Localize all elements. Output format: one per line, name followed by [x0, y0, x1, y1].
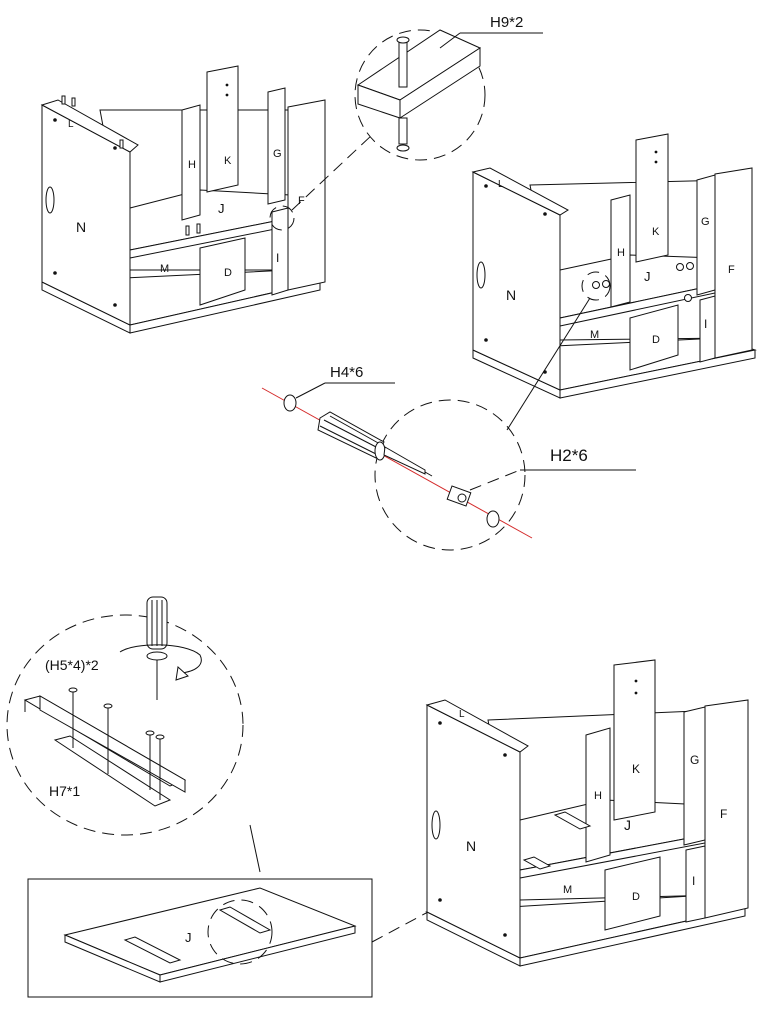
- panel-label-j-3: J: [185, 930, 192, 945]
- panel-label-f-3: F: [720, 807, 727, 821]
- panel-label-j-4: J: [624, 817, 631, 833]
- rotation-arrow-icon: [119, 644, 202, 681]
- cam-lock-icon: [446, 485, 472, 507]
- screwdriver-icon: [317, 411, 433, 477]
- shelf-detail-box: [27, 878, 429, 998]
- label-h7: H7*1: [49, 783, 80, 799]
- panel-label-h-3: H: [594, 790, 602, 802]
- panel-label-l-3: L: [459, 709, 465, 720]
- panel-label-h: H: [188, 159, 196, 171]
- panel-label-i-3: I: [692, 874, 695, 888]
- panel-label-k: K: [224, 155, 232, 167]
- panel-label-i-2: I: [704, 317, 707, 331]
- cabinet-step-1: [40, 65, 373, 334]
- panel-label-m: M: [160, 263, 169, 275]
- panel-label-g-3: G: [690, 753, 699, 767]
- panel-label-h-2: H: [617, 247, 625, 259]
- panel-label-g-2: G: [701, 216, 710, 228]
- cabinet-step-2: [471, 133, 757, 431]
- panel-label-j: J: [218, 201, 225, 216]
- panel-label-j-2: J: [644, 269, 651, 284]
- panel-label-k-3: K: [632, 762, 640, 776]
- screw-detail: [6, 596, 261, 873]
- panel-label-n-3: N: [466, 838, 476, 854]
- panel-label-d: D: [224, 267, 232, 279]
- panel-label-d-3: D: [632, 891, 640, 903]
- cam-lock-detail: [261, 382, 636, 551]
- panel-label-m-2: M: [590, 329, 599, 341]
- panel-label-f-2: F: [728, 264, 735, 276]
- panel-label-n: N: [76, 219, 86, 235]
- panel-label-k-2: K: [652, 226, 660, 238]
- panel-label-l-2: L: [498, 179, 504, 190]
- screwdriver-icon: [146, 596, 168, 700]
- panel-label-l: L: [68, 119, 74, 130]
- dowel-detail: [354, 29, 543, 161]
- label-h5: (H5*4)*2: [45, 657, 99, 673]
- panel-label-f: F: [298, 195, 305, 207]
- screw-icon: [68, 687, 165, 800]
- panel-label-m-3: M: [563, 884, 572, 896]
- drawer-slide-icon: [23, 695, 187, 807]
- panel-label-n-2: N: [506, 287, 516, 303]
- label-h2: H2*6: [550, 446, 588, 465]
- label-h9: H9*2: [490, 14, 523, 31]
- dowel-pin-icon: [396, 36, 410, 152]
- cabinet-step-3: [425, 659, 749, 967]
- panel-label-i: I: [276, 251, 279, 265]
- label-h4: H4*6: [330, 364, 363, 381]
- panel-label-d-2: D: [652, 334, 660, 346]
- panel-label-g: G: [273, 148, 282, 160]
